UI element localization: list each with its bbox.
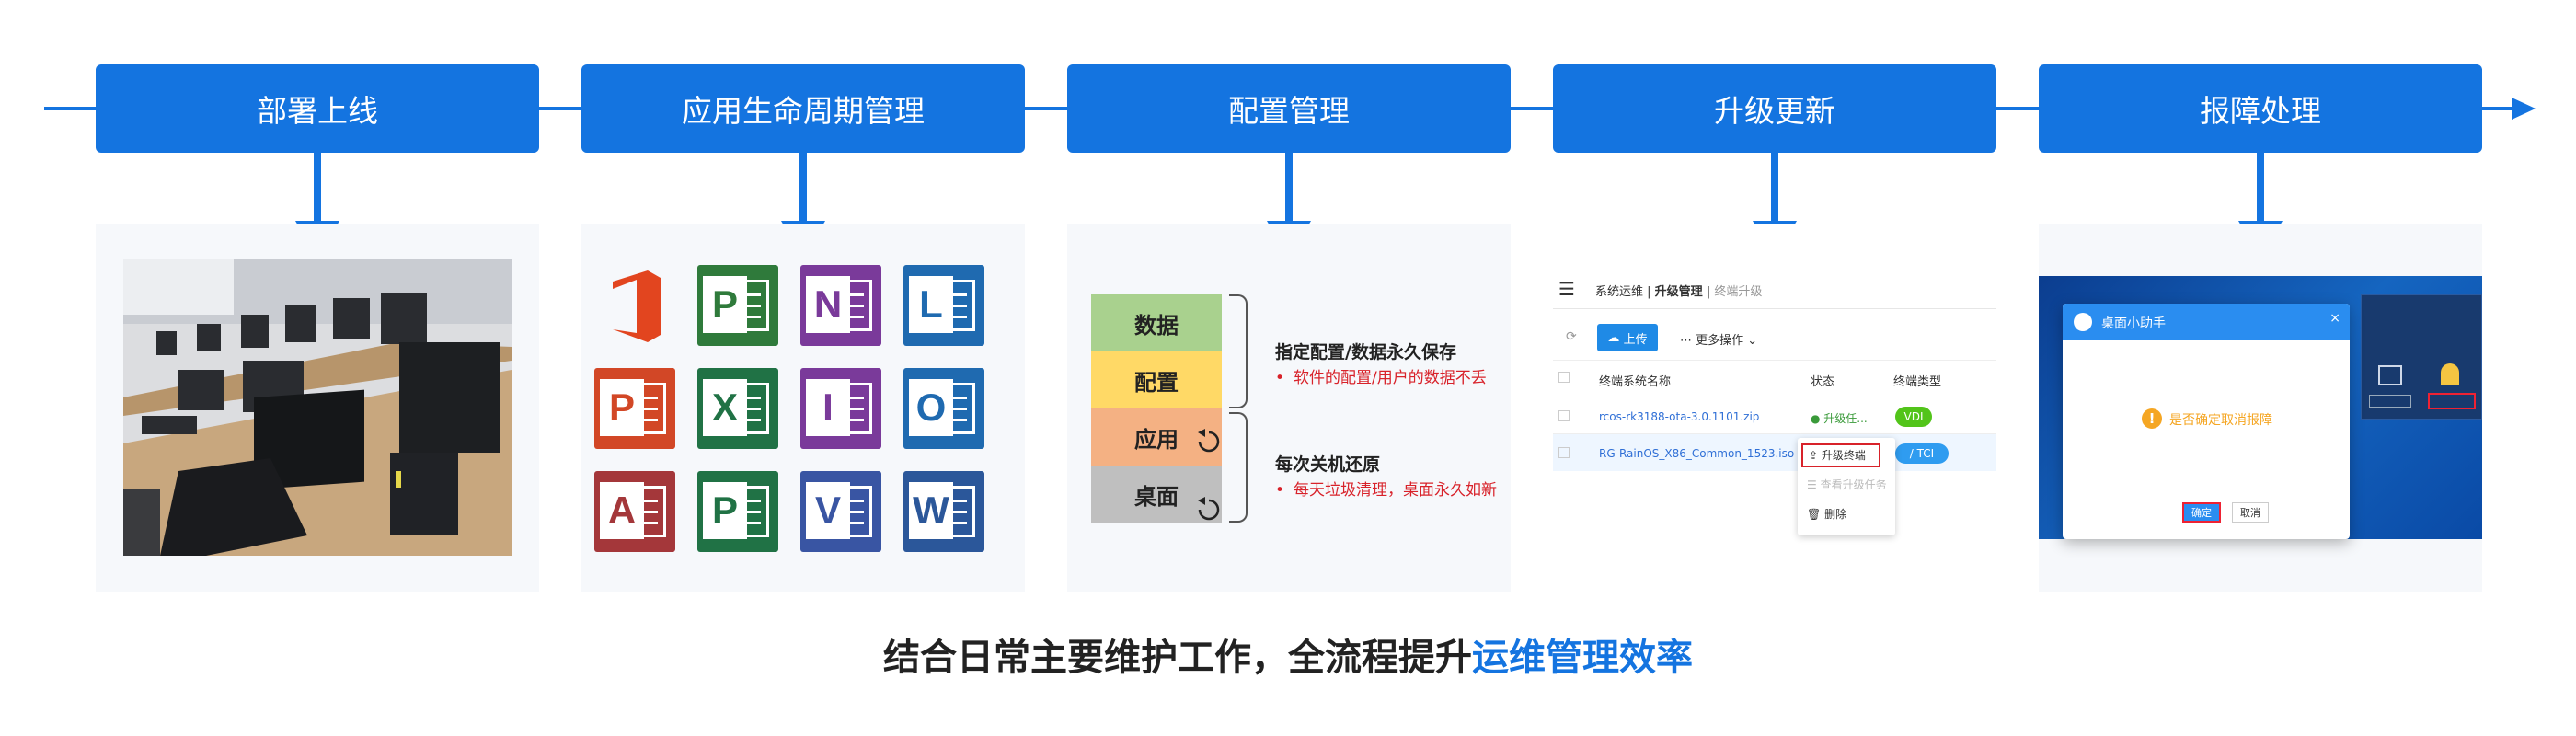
chat-icon [2074,313,2092,331]
restore-note: •每天垃圾清理，桌面永久如新 [1275,481,1498,500]
persist-note: •软件的配置/用户的数据不丢 [1275,369,1487,387]
stage-header-upgrade: 升级更新 [1553,64,1996,153]
onenote-icon: N [800,265,881,346]
project-icon: P [697,265,778,346]
close-icon[interactable]: × [2329,311,2340,326]
context-menu: ⇪ 升级终端 ☰ 查看升级任务 🗑 删除 [1798,438,1895,535]
layer-data: 数据 [1091,294,1222,351]
warning-icon: ! [2142,408,2162,429]
stage-connector [2257,153,2264,223]
stage-connector [1771,153,1778,223]
persist-title: 指定配置/数据永久保存 [1275,342,1456,362]
word-icon: W [903,471,984,552]
dialog-title: 桌面小助手 [2101,316,2166,331]
stage-connector [314,153,321,223]
stage-header-app-lifecycle: 应用生命周期管理 [581,64,1025,153]
mini-button[interactable] [2369,395,2411,408]
infopath-icon: I [800,368,881,449]
restore-icon [1198,497,1220,521]
table-header [1553,362,1996,397]
type-badge-vdi: VDI [1895,407,1932,427]
upload-button[interactable]: ☁ 上传 [1597,324,1658,351]
brace-restore [1229,412,1248,523]
ui-topbar [1553,272,1996,309]
layer-app: 应用 [1091,408,1222,466]
row-checkbox[interactable] [1558,447,1570,458]
col-name: 终端系统名称 [1599,375,1672,389]
menu-icon[interactable]: ☰ [1558,278,1575,300]
row-status: ● 升级任... [1811,412,1868,425]
stage-header-deploy: 部署上线 [96,64,539,153]
dialog-titlebar [2063,304,2350,340]
lync-icon: L [903,265,984,346]
menu-view-tasks[interactable]: ☰ 查看升级任务 [1807,478,1887,491]
refresh-icon[interactable]: ⟳ [1566,329,1577,344]
more-actions-button[interactable]: ⋯ 更多操作 ⌄ [1680,334,1758,348]
helper-mini-panel [2361,294,2482,420]
panel-deploy [96,224,539,592]
row-name[interactable]: RG-RainOS_X86_Common_1523.iso [1599,447,1795,460]
computer-lab-photo [123,259,512,556]
summary-highlight: 运维管理效率 [1472,637,1693,679]
timeline-arrow-icon [2512,98,2536,120]
access-icon: A [594,471,675,552]
cancel-button[interactable]: 取消 [2232,502,2269,523]
stage-header-config: 配置管理 [1067,64,1511,153]
confirm-button[interactable]: 确定 [2182,502,2221,523]
panel-config: 数据 配置 应用 桌面 指定配置/数据永久保存 •软件的配置/用户的数据不丢 每… [1067,224,1511,592]
ui-toolbar [1553,316,1996,361]
stage-header-fault: 报障处理 [2039,64,2482,153]
layer-config: 配置 [1091,351,1222,408]
summary-text: 结合日常主要维护工作，全流程提升运维管理效率 [883,637,1693,679]
row-name[interactable]: rcos-rk3188-ota-3.0.1101.zip [1599,410,1760,423]
restore-title: 每次关机还原 [1275,454,1381,475]
col-type: 终端类型 [1893,375,1942,389]
breadcrumb: 系统运维 | 升级管理 | 终端升级 [1595,285,1763,299]
outlook-icon: O [903,368,984,449]
panel-fault: 桌面小助手 × ! 是否确定取消报障 确定 取消 [2039,224,2482,592]
alarm-icon [2441,363,2459,385]
col-status: 状态 [1811,375,1835,389]
upload-icon: ☁ [1607,330,1624,345]
publisher-icon: P [697,471,778,552]
visio-icon: V [800,471,881,552]
stage-connector [1285,153,1293,223]
brace-persist [1229,294,1248,408]
stage-connector [799,153,807,223]
excel-icon: X [697,368,778,449]
select-all-checkbox[interactable] [1558,372,1570,383]
helper-dialog: 桌面小助手 × ! 是否确定取消报障 确定 取消 [2063,304,2350,539]
mini-report-button[interactable] [2428,393,2476,409]
powerpoint-icon: P [594,368,675,449]
monitor-icon [2378,365,2402,385]
type-badge-tci: / TCI [1895,443,1949,464]
row-checkbox[interactable] [1558,410,1570,421]
panel-upgrade: ☰ 系统运维 | 升级管理 | 终端升级 ⟳ ☁ 上传 ⋯ 更多操作 ⌄ 终端系… [1553,224,1996,592]
table-row[interactable] [1553,397,1996,434]
dialog-question: 是否确定取消报障 [2169,413,2272,428]
restore-icon [1198,429,1220,453]
menu-upgrade-terminal[interactable]: ⇪ 升级终端 [1801,443,1880,467]
office-icon [594,265,675,346]
menu-delete[interactable]: 🗑 删除 [1807,508,1847,521]
